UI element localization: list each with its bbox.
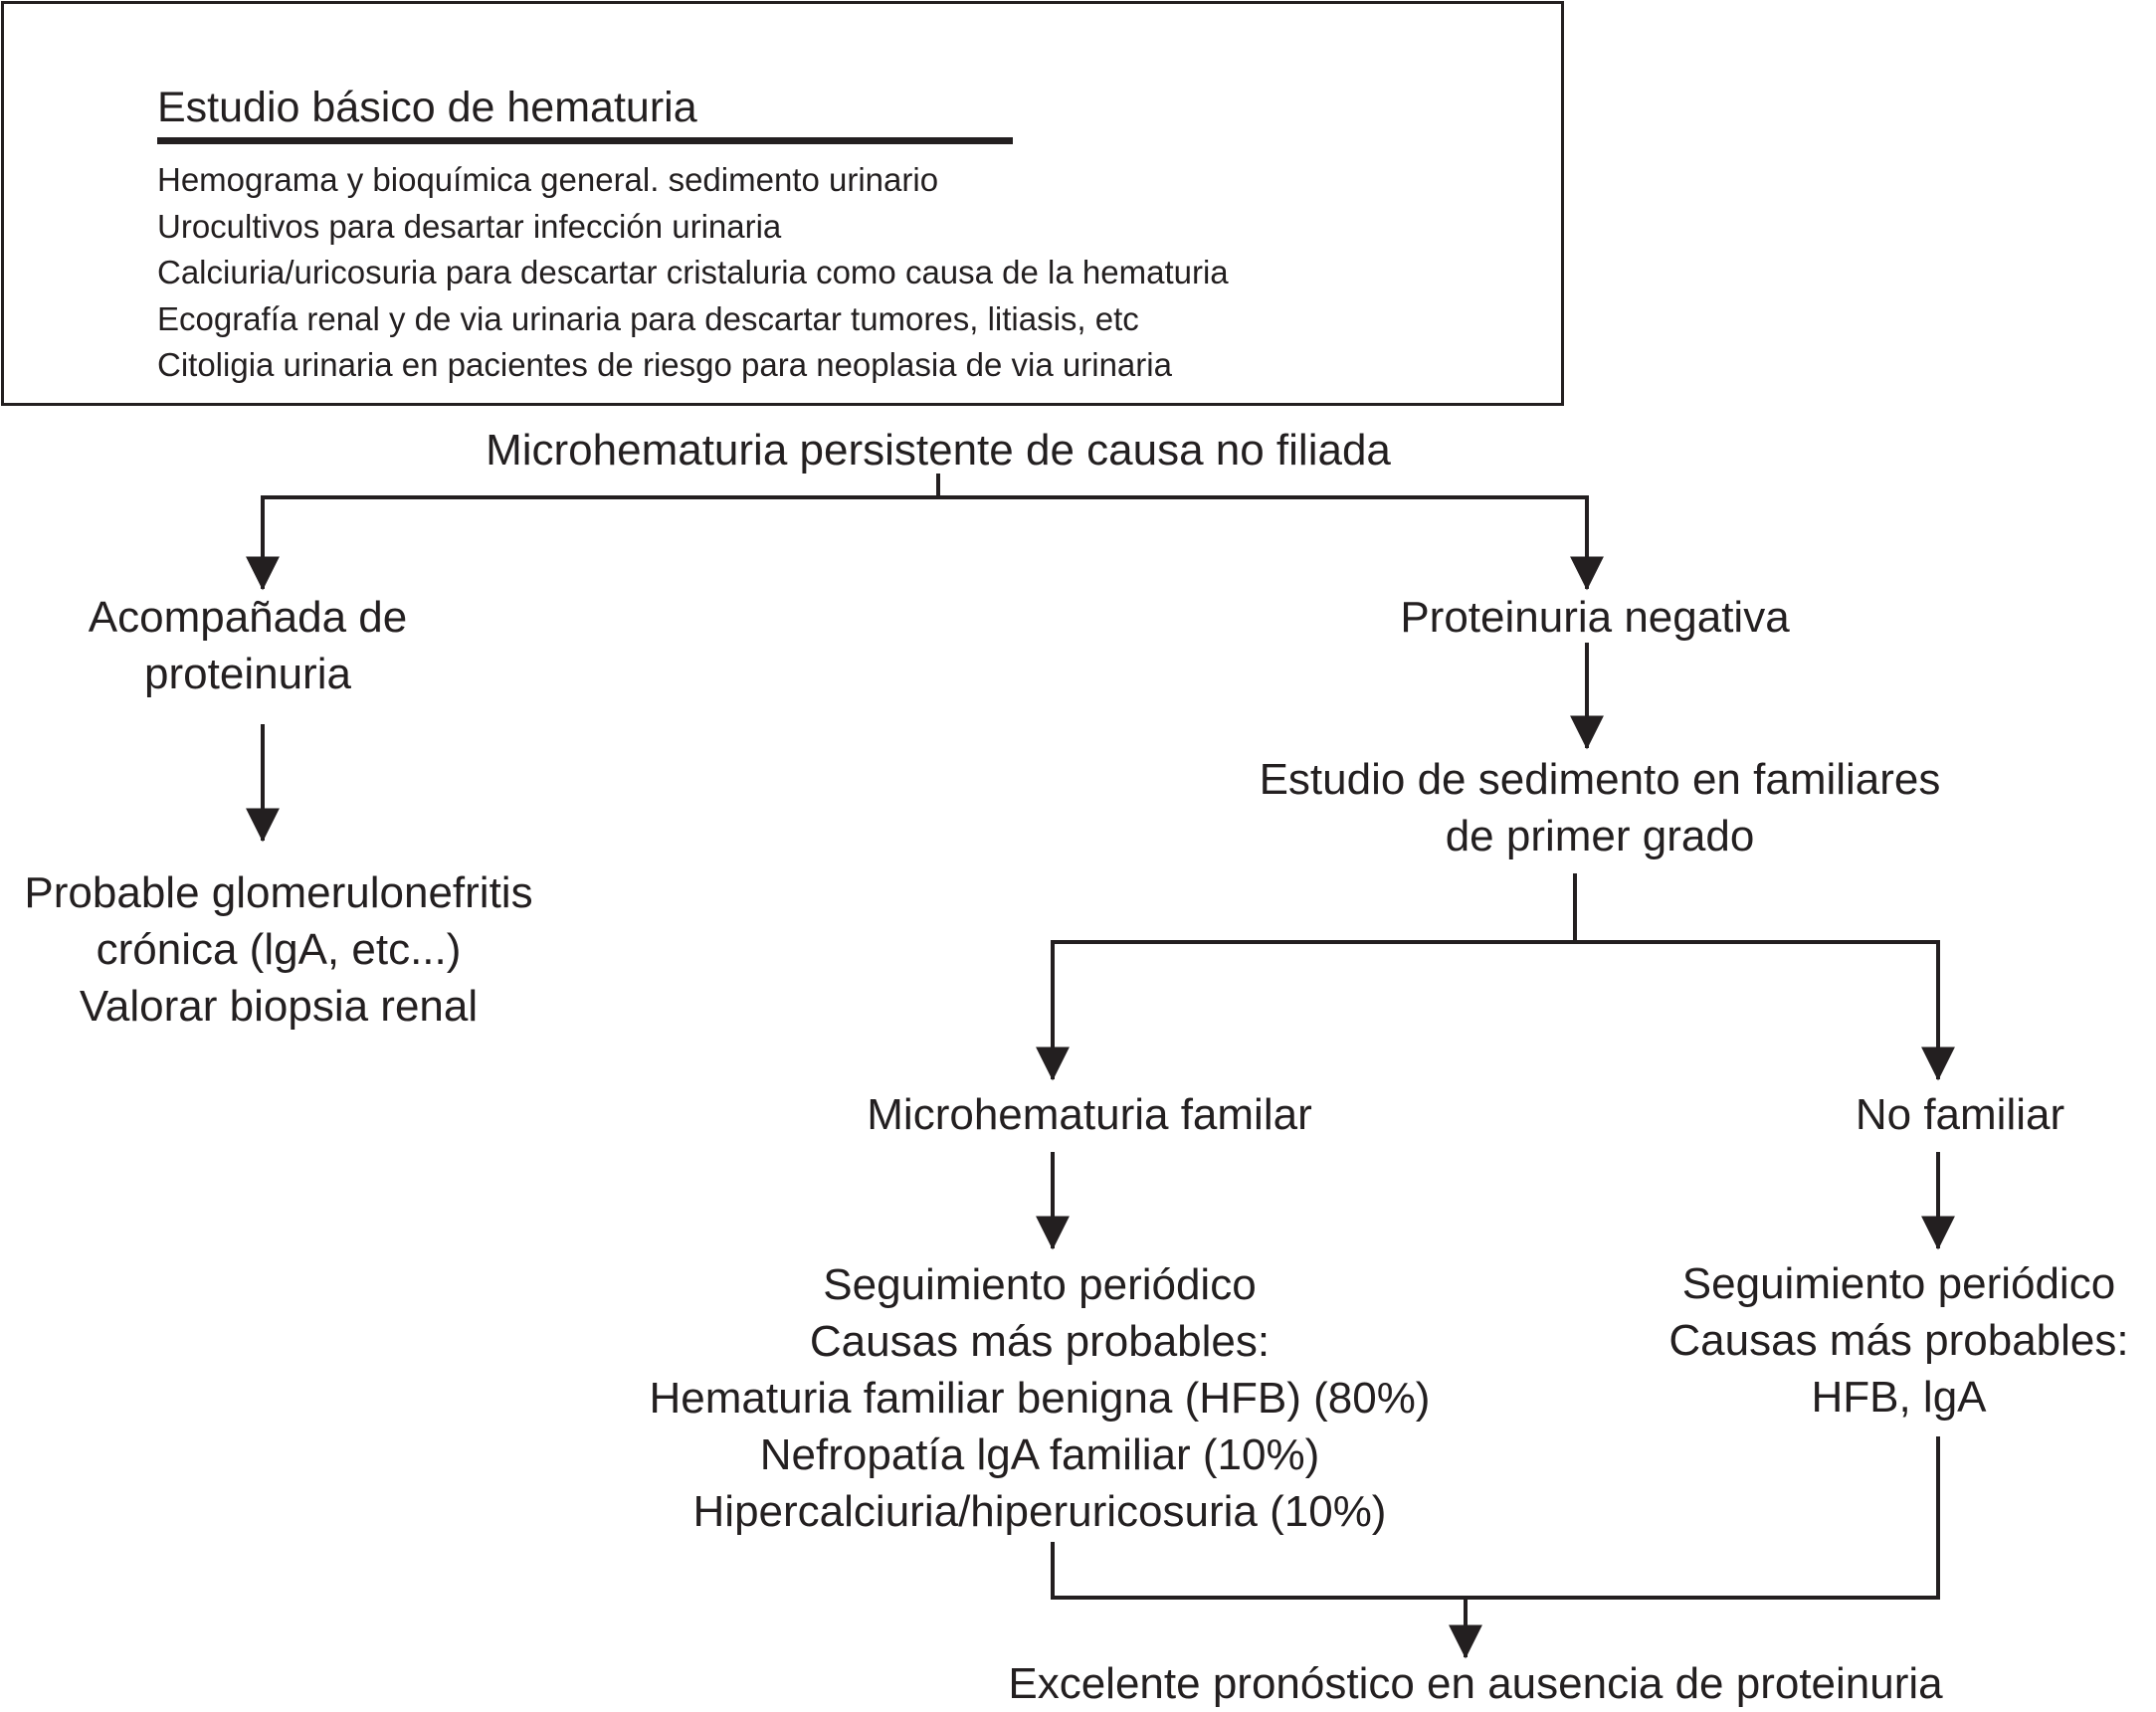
node-familial-line: Microhematuria familar <box>867 1090 1312 1139</box>
basic-study-item: Hemograma y bioquímica general. sediment… <box>157 161 939 198</box>
node-familial-followup-line: Hipercalciuria/hiperuricosuria (10%) <box>692 1487 1387 1536</box>
node-familial-followup-line: Hematuria familiar benigna (HFB) (80%) <box>649 1374 1431 1423</box>
node-familial-followup-line: Nefropatía lgA familiar (10%) <box>759 1430 1320 1479</box>
node-glomerulonephritis-line: Probable glomerulonefritis <box>24 868 533 917</box>
node-family-study: Estudio de sedimento en familiares de pr… <box>1177 751 2023 864</box>
node-familial: Microhematuria familar <box>791 1086 1388 1143</box>
basic-study-title: Estudio básico de hematuria <box>157 84 697 131</box>
basic-study-title-underline <box>157 137 1013 144</box>
node-negative-proteinuria: Proteinuria negativa <box>1296 589 1893 646</box>
basic-study-item: Urocultivos para desartar infección urin… <box>157 207 782 245</box>
node-non-familial-line: No familiar <box>1855 1090 2065 1139</box>
basic-study-list: Hemograma y bioquímica general. sediment… <box>157 157 1229 389</box>
node-root-line: Microhematuria persistente de causa no f… <box>486 426 1391 475</box>
basic-study-item: Citoligia urinaria en pacientes de riesg… <box>157 346 1172 383</box>
node-glomerulonephritis-line: Valorar biopsia renal <box>79 982 479 1031</box>
node-root: Microhematuria persistente de causa no f… <box>441 422 1436 478</box>
node-with-proteinuria: Acompañada de proteinuria <box>24 589 472 702</box>
node-non-familial-followup-line: Causas más probables: <box>1668 1316 2129 1365</box>
node-glomerulonephritis: Probable glomerulonefritis crónica (lgA,… <box>0 864 557 1035</box>
node-glomerulonephritis-line: crónica (lgA, etc...) <box>96 925 462 974</box>
node-familial-followup-line: Causas más probables: <box>809 1317 1271 1366</box>
node-negative-proteinuria-line: Proteinuria negativa <box>1400 593 1790 642</box>
node-familial-followup-line: Seguimiento periódico <box>823 1260 1257 1309</box>
node-prognosis: Excelente pronóstico en ausencia de prot… <box>938 1655 2013 1712</box>
node-familial-followup: Seguimiento periódico Causas más probabl… <box>592 1256 1487 1540</box>
basic-study-item: Calciuria/uricosuria para descartar cris… <box>157 254 1229 290</box>
node-with-proteinuria-line: Acompañada de <box>88 593 408 642</box>
node-non-familial: No familiar <box>1761 1086 2156 1143</box>
basic-study-box <box>1 1 1564 406</box>
node-with-proteinuria-line: proteinuria <box>144 650 351 698</box>
node-prognosis-line: Excelente pronóstico en ausencia de prot… <box>1008 1659 1943 1708</box>
node-non-familial-followup-line: HFB, lgA <box>1811 1373 1987 1422</box>
basic-study-item: Ecografía renal y de via urinaria para d… <box>157 299 1139 337</box>
node-family-study-line: Estudio de sedimento en familiares <box>1259 755 1941 804</box>
node-family-study-line: de primer grado <box>1445 812 1755 860</box>
node-non-familial-followup: Seguimiento periódico Causas más probabl… <box>1642 1255 2156 1426</box>
node-non-familial-followup-line: Seguimiento periódico <box>1681 1259 2116 1308</box>
